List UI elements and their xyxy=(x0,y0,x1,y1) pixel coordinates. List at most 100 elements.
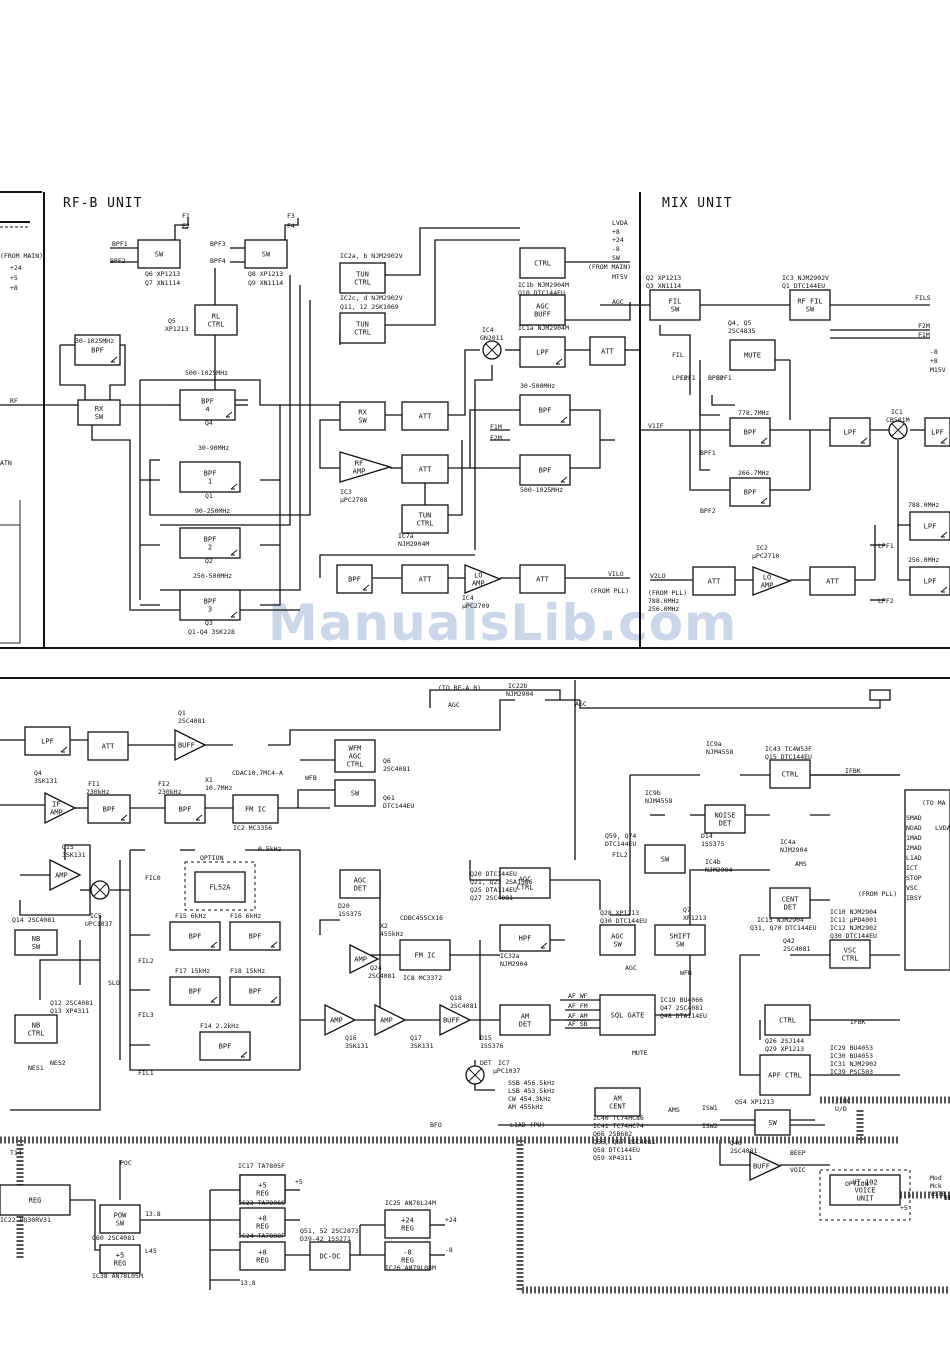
label-f788: 788.0MHz xyxy=(648,597,679,605)
block-sw5: SW xyxy=(754,1109,791,1136)
label-m8c: -8 xyxy=(445,1246,453,1254)
label-ic2cd: IC2c, d NJM2902V xyxy=(340,294,403,302)
block-bpf2-shape xyxy=(179,527,241,559)
label-r5001025: 500-1025MHz xyxy=(520,486,563,494)
label-2mad: 2MAD xyxy=(906,844,922,852)
block-buff2: BUFF xyxy=(439,1003,472,1037)
block-sw3-shape xyxy=(334,779,376,807)
label-x2f: 455kHz xyxy=(380,930,404,938)
block-bpf18-shape xyxy=(229,976,281,1006)
label-r500: 500-1025MHz xyxy=(185,369,228,377)
block-dcdc-label: DC-DC xyxy=(319,1253,340,1261)
block-apfctrl-label: APF CTRL xyxy=(768,1072,802,1080)
block-bpf14: BPF xyxy=(199,1031,251,1061)
label-bfo: BFO xyxy=(430,1121,442,1129)
block-bpf1-shape xyxy=(179,461,241,493)
label-v138b: 13.8 xyxy=(240,1279,256,1287)
label-ic24: IC24 TA7808F xyxy=(238,1232,285,1240)
block-reg5-shape xyxy=(99,1244,141,1274)
label-f788r: 788.0MHz xyxy=(908,501,939,509)
label-agc: AGC xyxy=(612,298,624,306)
block-agcbuff-shape xyxy=(519,294,566,326)
label-q28: Q28 XP1213 xyxy=(600,909,639,917)
label-bpf2m: BPF2 xyxy=(700,507,716,515)
label-bpf1m: BPF1 xyxy=(700,449,716,457)
label-ic13: IC13 NJM2904 xyxy=(757,916,804,924)
block-amp3-shape xyxy=(324,1003,357,1037)
block-att1: ATT xyxy=(589,336,626,366)
label-lpf1l: LPF1 xyxy=(680,374,696,382)
label-nes2: NES2 xyxy=(50,1059,66,1067)
label-am: AM 455kHz xyxy=(508,1103,543,1111)
label-fi2: FI2 xyxy=(158,780,170,788)
block-lpf6-shape xyxy=(24,726,71,756)
label-q21: Q21, Q23 2SA1586 xyxy=(470,878,533,886)
label-njm2904d: NJM2904 xyxy=(500,960,527,968)
label-q6: Q6 XP1213 xyxy=(145,270,180,278)
label-q48: Q48 DTA114EU xyxy=(660,1012,707,1020)
label-lsb: LSB 453.5kHz xyxy=(508,1087,555,1095)
label-q18b: 2SC4081 xyxy=(450,1002,477,1010)
label-inc: /INC xyxy=(835,1097,851,1105)
label-njm4558: NJM4558 xyxy=(706,748,733,756)
block-nbsw-shape xyxy=(14,929,58,956)
block-reg1: REG xyxy=(0,1184,71,1216)
label-f18: F18 15kHz xyxy=(230,967,265,975)
block-sw1: SW xyxy=(137,239,181,269)
label-mck: Mck xyxy=(930,1182,942,1190)
watermark: ManualsLib.com xyxy=(268,594,737,652)
block-amp4-label: AMP xyxy=(380,1017,393,1025)
label-q46: Q46 xyxy=(730,1139,742,1147)
block-amp2: AMP xyxy=(349,943,380,975)
block-sw3: SW xyxy=(334,779,376,807)
label-q27: Q27 2SC4081 xyxy=(470,894,513,902)
label-q59: Q59, Q74 xyxy=(605,832,636,840)
block-lpf4: LPF xyxy=(909,511,950,541)
block-sw3-label: SW xyxy=(351,790,360,798)
block-amp2-shape xyxy=(349,943,380,975)
label-ic9a: IC9a xyxy=(706,740,722,748)
label-cw: CW 454.3kHz xyxy=(508,1095,551,1103)
mix-unit-title: MIX UNIT xyxy=(662,196,733,211)
label-q8: Q8 XP1213 xyxy=(248,270,283,278)
block-bpf15-shape xyxy=(169,921,221,951)
block-bpf5-label: BPF xyxy=(103,806,116,814)
label-upc1037b: µPC1037 xyxy=(493,1067,520,1075)
label-r30500: 30-500MHz xyxy=(520,382,555,390)
block-fmic2-shape xyxy=(399,939,451,971)
block-sqlgate: SQL GATE xyxy=(599,994,656,1036)
label-fil2: FIL2 xyxy=(612,851,628,859)
block-lpf5: LPF xyxy=(909,566,950,596)
block-dcdc-shape xyxy=(309,1241,351,1271)
block-reg8b-shape xyxy=(239,1207,286,1237)
block-bpf15-label: BPF xyxy=(189,933,202,941)
block-rlctrl-shape xyxy=(194,304,238,336)
label-isw1: ISW1 xyxy=(702,1104,718,1112)
block-amp4-shape xyxy=(374,1003,407,1037)
label-ic5: IC5 xyxy=(90,912,102,920)
block-bpf778: BPF xyxy=(729,417,771,447)
block-lpf1-shape xyxy=(519,336,566,368)
label-r778: 778.7MHz xyxy=(738,409,769,417)
label-p8l: +8 xyxy=(10,284,18,292)
label-gn: GN2011 xyxy=(480,334,504,342)
label-q10: Q10 DTC144EU xyxy=(518,289,565,297)
block-ctrl2: CTRL xyxy=(769,759,811,789)
block-bpf14-label: BPF xyxy=(219,1043,232,1051)
label-fils: FILS xyxy=(915,294,931,302)
label-af1: F1F xyxy=(944,1194,950,1202)
label-q7: Q7 XN1114 xyxy=(145,279,180,287)
block-amp3-label: AMP xyxy=(330,1017,343,1025)
label-q12: Q12 2SC4081 xyxy=(50,999,93,1007)
